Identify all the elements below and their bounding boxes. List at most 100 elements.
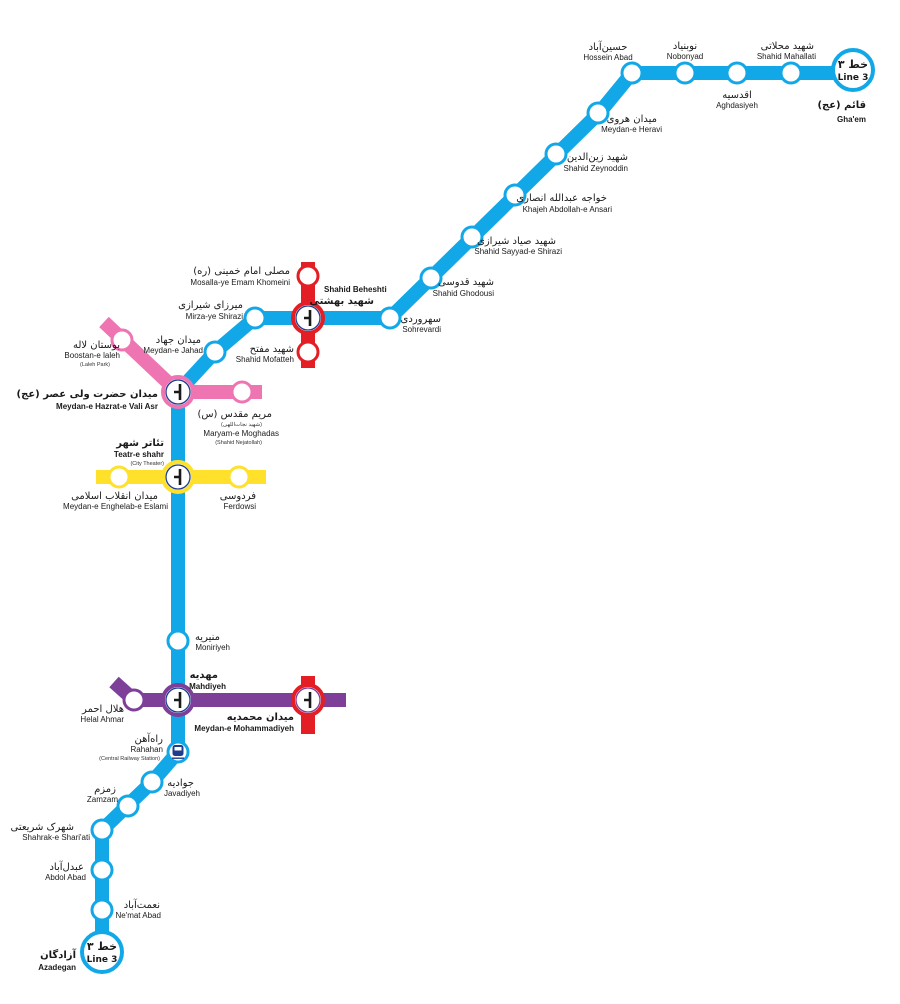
label-enghelab-en: Meydan-e Enghelab-e Eslami <box>63 502 168 511</box>
label-zamzam-fa: زمزم <box>94 784 116 795</box>
line-name-en: Line 3 <box>838 73 869 83</box>
label-zamzam-en: Zamzam <box>87 795 118 804</box>
label-rahahan-en: Rahahan <box>131 745 163 754</box>
label-moniriyeh-en: Moniriyeh <box>195 643 230 652</box>
label-shahid-mofatteh-fa: شهید مفتح <box>250 344 294 355</box>
label-azadegan-fa: آزادگان <box>40 948 76 961</box>
station-sohrevardi[interactable] <box>378 306 402 330</box>
label-mirza-shirazi-fa: میرزای شیرازی <box>178 300 243 311</box>
line-name-fa: خط ۳ <box>838 58 868 71</box>
label-vali-asr-fa: میدان حضرت ولی عصر (عج) <box>17 389 158 400</box>
interchange-teatr-shahr[interactable] <box>161 460 195 494</box>
label-shahrak-shariati-en: Shahrak-e Shari'ati <box>22 833 90 842</box>
label-shahid-beheshti-fa: شهید بهشتی <box>309 296 374 307</box>
station-nemat-abad[interactable] <box>90 898 114 922</box>
label-javadiyeh-en: Javadiyeh <box>164 789 200 798</box>
label-enghelab-fa: میدان انقلاب اسلامی <box>71 491 158 502</box>
station-shahid-sayyad[interactable] <box>460 225 484 249</box>
station-meydan-heravi[interactable] <box>586 101 610 125</box>
station-boostan-laleh[interactable] <box>110 328 134 352</box>
label-ghaem-en: Gha'em <box>837 115 866 124</box>
label-nobonyad-fa: نوبنیاد <box>673 41 697 52</box>
label-boostan-laleh-fa: بوستان لاله <box>73 340 120 351</box>
station-javadiyeh[interactable] <box>140 770 164 794</box>
station-helal-ahmar[interactable] <box>122 688 146 712</box>
label-teatr-sub: (City Theater) <box>130 461 164 467</box>
metro-interchange-icon <box>174 469 182 485</box>
label-khajeh-abdollah-en: Khajeh Abdollah-e Ansari <box>523 205 613 214</box>
station-zamzam[interactable] <box>116 794 140 818</box>
label-shahrak-shariati-fa: شهرک شریعتی <box>11 822 75 833</box>
line-name-fa: خط ۳ <box>87 940 117 953</box>
label-mahdiyeh-fa: مهدیه <box>190 670 218 681</box>
label-nemat-abad-fa: نعمت‌آباد <box>124 898 160 911</box>
station-ferdowsi[interactable] <box>227 465 251 489</box>
station-hossein-abad[interactable] <box>620 61 644 85</box>
label-shahid-mahallati-en: Shahid Mahallati <box>757 52 816 61</box>
station-abdol-abad[interactable] <box>90 858 114 882</box>
label-khajeh-abdollah-fa: خواجه عبدالله انصاری <box>516 193 607 204</box>
label-ferdowsi-en: Ferdowsi <box>224 502 257 511</box>
label-shahid-ghodousi-fa: شهید قدوسی <box>438 277 494 288</box>
label-teatr-en: Teatr-e shahr <box>114 450 164 459</box>
label-aghdasiyeh-fa: اقدسیه <box>722 90 752 101</box>
label-ferdowsi-fa: فردوسی <box>220 491 257 502</box>
label-moniriyeh-fa: منیریه <box>195 632 220 643</box>
metro-interchange-icon <box>304 692 312 708</box>
label-shahid-beheshti-en: Shahid Beheshti <box>324 285 387 294</box>
station-aghdasiyeh[interactable] <box>725 61 749 85</box>
label-nobonyad-en: Nobonyad <box>667 52 703 61</box>
label-meydan-jahad-fa: میدان جهاد <box>156 335 201 346</box>
label-shahid-zeynoddin-fa: شهید زین‌الدین <box>567 152 628 163</box>
station-rahahan[interactable] <box>166 740 190 764</box>
label-boostan-laleh-sub: (Laleh Park) <box>80 362 110 368</box>
label-abdol-abad-fa: عبدل‌آباد <box>49 860 84 873</box>
label-hossein-abad-en: Hossein Abad <box>583 53 632 62</box>
metro-interchange-icon <box>174 384 182 400</box>
interchange-shahid-beheshti[interactable] <box>291 301 325 335</box>
terminus-azadegan-badge[interactable]: خط ۳ Line 3 <box>80 930 124 974</box>
station-shahid-zeynoddin[interactable] <box>544 142 568 166</box>
station-meydan-jahad[interactable] <box>203 340 227 364</box>
label-maryam-fa: مریم مقدس (س) <box>197 409 272 420</box>
label-shahid-zeynoddin-en: Shahid Zeynoddin <box>564 164 629 173</box>
station-maryam[interactable] <box>230 380 254 404</box>
label-sohrevardi-fa: سهروردی <box>401 314 441 325</box>
station-enghelab[interactable] <box>107 465 131 489</box>
label-rahahan-sub: (Central Railway Station) <box>99 756 160 762</box>
line-name-en: Line 3 <box>87 955 118 965</box>
station-moniriyeh[interactable] <box>166 629 190 653</box>
station-nobonyad[interactable] <box>673 61 697 85</box>
label-shahid-sayyad-en: Shahid Sayyad-e Shirazi <box>474 247 562 256</box>
label-mahdiyeh-en: Mahdiyeh <box>189 682 226 691</box>
station-mosalla[interactable] <box>296 264 320 288</box>
label-azadegan-en: Azadegan <box>38 963 76 972</box>
label-meydan-heravi-fa: میدان هروی <box>607 114 657 125</box>
station-khajeh-abdollah[interactable] <box>503 183 527 207</box>
label-meydan-jahad-en: Meydan-e Jahad <box>143 346 203 355</box>
label-rahahan-fa: راه‌آهن <box>134 732 163 745</box>
label-ghaem-fa: قائم (عج) <box>817 100 866 111</box>
station-shahid-mofatteh[interactable] <box>296 340 320 364</box>
label-abdol-abad-en: Abdol Abad <box>45 873 86 882</box>
terminus-ghaem-badge[interactable]: خط ۳ Line 3 <box>831 48 875 92</box>
station-mirza-shirazi[interactable] <box>243 306 267 330</box>
label-maryam-fa-sub: (شهید نجات‌اللهی) <box>221 421 262 428</box>
interchange-vali-asr[interactable] <box>161 375 195 409</box>
label-javadiyeh-fa: جوادیه <box>167 778 194 789</box>
station-shahrak-shariati[interactable] <box>90 818 114 842</box>
station-shahid-mahallati[interactable] <box>779 61 803 85</box>
label-nemat-abad-en: Ne'mat Abad <box>115 911 161 920</box>
label-maryam-sub: (Shahid Nejatollah) <box>215 440 262 446</box>
train-icon <box>172 745 184 759</box>
label-shahid-ghodousi-en: Shahid Ghodousi <box>433 289 495 298</box>
label-helal-ahmar-fa: هلال احمر <box>81 704 124 715</box>
label-vali-asr-en: Meydan-e Hazrat-e Vali Asr <box>56 402 158 411</box>
interchange-mahdiyeh[interactable] <box>161 683 195 717</box>
interchange-meydan-mohammadiyeh[interactable] <box>291 683 325 717</box>
label-shahid-mahallati-fa: شهید محلاتی <box>761 41 814 52</box>
metro-interchange-icon <box>174 692 182 708</box>
label-meydan-mohammadiyeh-fa: میدان محمدیه <box>227 712 294 723</box>
station-shahid-ghodousi[interactable] <box>419 266 443 290</box>
